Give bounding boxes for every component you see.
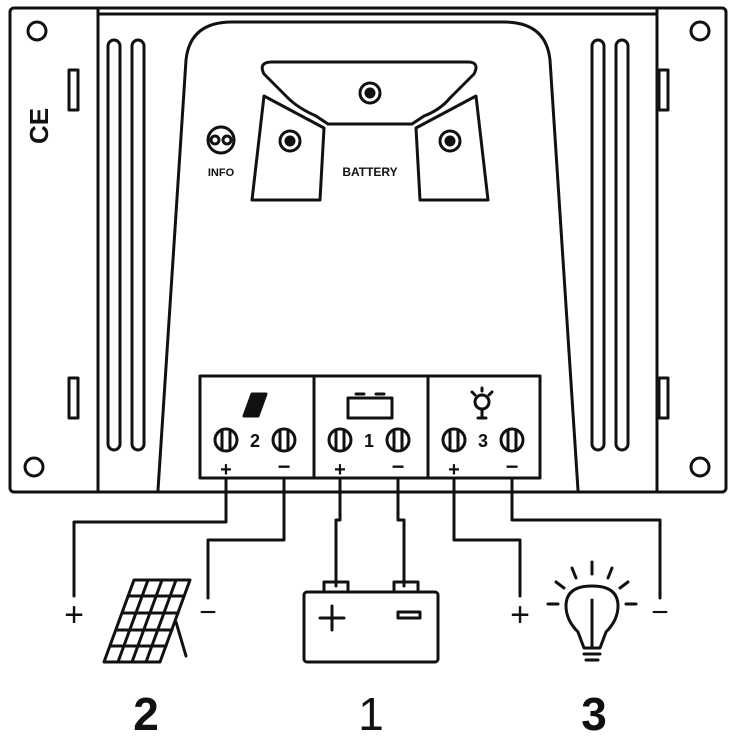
front-cover <box>156 20 580 492</box>
terminal-number-solar: 2 <box>250 431 260 451</box>
terminal-screw-battery-plus <box>327 427 353 453</box>
mount-hole-top-right <box>689 20 711 42</box>
terminal-minus-solar: − <box>278 454 291 479</box>
bulb-icon <box>546 560 638 662</box>
heatsink-rib-left-1 <box>106 38 122 452</box>
wire-solar-minus <box>206 478 286 600</box>
terminal-number-load: 3 <box>478 431 488 451</box>
wire-load-minus <box>510 478 662 600</box>
battery-led-left <box>278 129 302 153</box>
device-minus-solar: − <box>199 596 217 629</box>
device-number-solar: 2 <box>133 688 159 736</box>
battery-indicator-recess-top <box>260 60 478 126</box>
terminal-plus-solar: + <box>220 459 232 481</box>
mount-hole-bottom-right <box>689 456 711 478</box>
device-minus-load: − <box>651 596 669 629</box>
flange-clip-right-top <box>657 68 670 112</box>
device-plus-solar: + <box>64 596 84 634</box>
flange-clip-right-bottom <box>657 376 670 420</box>
battery-led-left-core <box>284 135 296 147</box>
info-indicator <box>206 125 236 155</box>
battery-led-top-core <box>364 87 376 99</box>
terminal-screw-solar-plus <box>213 427 239 453</box>
terminal-screw-load-plus <box>441 427 467 453</box>
heatsink-rib-right-2 <box>614 38 630 452</box>
battery-label: BATTERY <box>342 165 397 179</box>
battery-led-top <box>358 81 382 105</box>
heatsink-rib-left-2 <box>130 38 146 452</box>
wire-load-plus <box>452 478 522 598</box>
device-number-load: 3 <box>581 688 607 736</box>
terminal-block <box>198 374 542 480</box>
mount-hole-bottom-left <box>23 456 45 478</box>
terminal-minus-battery: − <box>392 454 405 479</box>
solar-panel-icon <box>242 392 268 418</box>
wire-battery-minus <box>396 478 406 588</box>
terminal-number-battery: 1 <box>364 431 374 451</box>
battery-indicator-recess-right <box>414 94 490 202</box>
controller-housing <box>8 6 728 494</box>
ce-mark: CE <box>24 108 54 144</box>
wire-solar-plus <box>72 478 228 598</box>
battery-icon <box>346 392 394 420</box>
device-plus-load: + <box>510 596 530 634</box>
wire-battery-plus <box>334 478 342 588</box>
terminal-screw-solar-minus <box>271 427 297 453</box>
battery-led-right-core <box>444 135 456 147</box>
battery-led-right <box>438 129 462 153</box>
flange-clip-left-bottom <box>67 376 80 420</box>
terminal-screw-battery-minus <box>385 427 411 453</box>
terminal-plus-load: + <box>448 459 460 481</box>
flange-clip-left-top <box>67 68 80 112</box>
info-indicator-right-dot <box>221 134 233 146</box>
heatsink-rib-right-1 <box>590 38 606 452</box>
bulb-icon <box>470 386 494 420</box>
battery-icon <box>302 580 440 664</box>
solar-panel-icon <box>102 578 192 664</box>
terminal-screw-load-minus <box>499 427 525 453</box>
terminal-plus-battery: + <box>334 459 346 481</box>
info-indicator-left-dot <box>209 134 221 146</box>
device-number-battery: 1 <box>358 688 384 736</box>
mount-hole-top-left <box>26 20 48 42</box>
info-label: INFO <box>208 167 235 179</box>
battery-indicator-recess-left <box>250 94 326 202</box>
terminal-minus-load: − <box>506 454 519 479</box>
